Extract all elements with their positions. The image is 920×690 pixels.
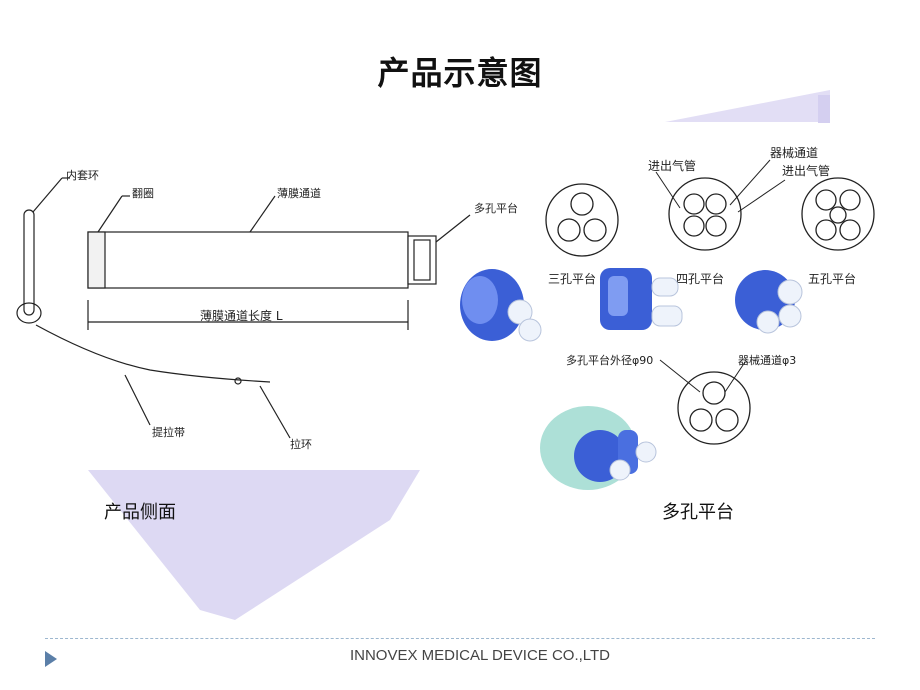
label-instrument-channel: 器械通道 <box>770 145 818 160</box>
platform-head <box>407 235 437 285</box>
footer-divider <box>45 638 875 639</box>
triangle-bullet-icon <box>45 651 57 667</box>
label-inlet-right: 进出气管 <box>782 163 830 178</box>
deco-shape-top-right <box>665 90 830 122</box>
platform-view-caption: 多孔平台 <box>662 502 734 523</box>
side-view-drawing <box>16 177 471 439</box>
product-render-3 <box>735 270 803 334</box>
four-port-schematic <box>668 177 742 251</box>
side-view-labels: 内套环 翻圈 薄膜通道 多孔平台 薄膜通道长度 L 提拉带 拉环 <box>66 168 518 451</box>
platform-labels: 进出气管 器械通道 进出气管 三孔平台 四孔平台 五孔平台 多孔平台外径φ90 … <box>548 145 856 367</box>
label-five-port: 五孔平台 <box>808 271 856 286</box>
product-render-1 <box>460 269 542 342</box>
five-port-schematic <box>801 177 875 251</box>
label-pull-ring: 拉环 <box>290 437 312 451</box>
label-four-port: 四孔平台 <box>676 271 724 286</box>
deco-shape-bottom-left <box>88 470 420 620</box>
footer-company: INNOVEX MEDICAL DEVICE CO.,LTD <box>349 647 611 664</box>
film-channel-body <box>87 231 409 289</box>
label-channel-length: 薄膜通道长度 L <box>200 308 283 323</box>
schematic-leaders <box>655 159 786 393</box>
label-three-port: 三孔平台 <box>548 271 596 286</box>
label-film-channel: 薄膜通道 <box>277 186 321 200</box>
label-flange: 翻圈 <box>132 186 154 200</box>
page-title: 产品示意图 <box>377 54 543 92</box>
inner-ring <box>23 209 35 316</box>
platform-schematics <box>545 177 875 445</box>
label-multi-platform: 多孔平台 <box>474 201 518 215</box>
product-render-2 <box>600 268 683 330</box>
detail-schematic <box>677 371 751 445</box>
label-inner-ring: 内套环 <box>66 168 99 182</box>
flange <box>87 231 106 289</box>
three-port-schematic <box>545 183 619 257</box>
label-channel-diameter: 器械通道φ3 <box>738 353 796 367</box>
label-outer-diameter: 多孔平台外径φ90 <box>566 353 653 367</box>
inner-ring-bottom <box>16 302 42 324</box>
deco-bar-top-right <box>818 95 830 123</box>
label-inlet-left: 进出气管 <box>648 158 696 173</box>
side-view-caption: 产品侧面 <box>104 502 176 523</box>
product-render-4 <box>540 406 657 490</box>
label-pull-strap: 提拉带 <box>152 425 185 439</box>
